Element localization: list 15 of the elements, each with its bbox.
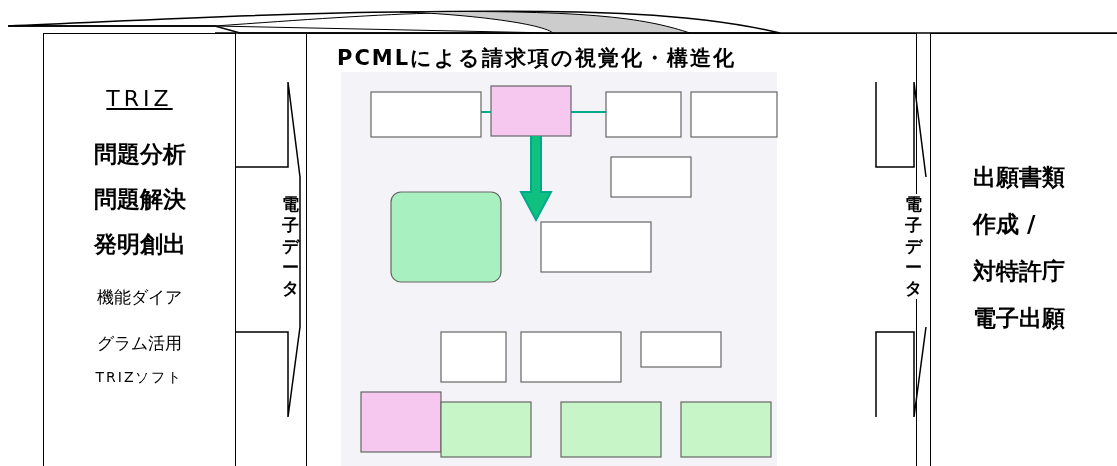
- panel-text: TRIZソフト: [95, 369, 184, 387]
- panel-text: 対特許庁電子出願: [973, 257, 1066, 333]
- panel-text: 発明創出: [93, 230, 186, 259]
- panel-text: 機能ダイアグラム活用: [96, 286, 183, 355]
- panel-title: PCMLによる請求項の視覚化・構造化: [337, 44, 737, 72]
- picture: [341, 72, 777, 466]
- vertical-label: 電子データ: [904, 194, 922, 299]
- panel-text: TRIZ: [106, 86, 173, 111]
- panel-box: [930, 33, 1117, 466]
- panel-text: 問題解決: [93, 185, 186, 214]
- callout-shape: [876, 82, 930, 417]
- panel-text: 出願書類作成 /: [973, 163, 1066, 239]
- callout-shape: [236, 82, 304, 417]
- panel-text: 問題分析: [93, 140, 186, 169]
- vertical-label: 電子データ: [281, 194, 299, 299]
